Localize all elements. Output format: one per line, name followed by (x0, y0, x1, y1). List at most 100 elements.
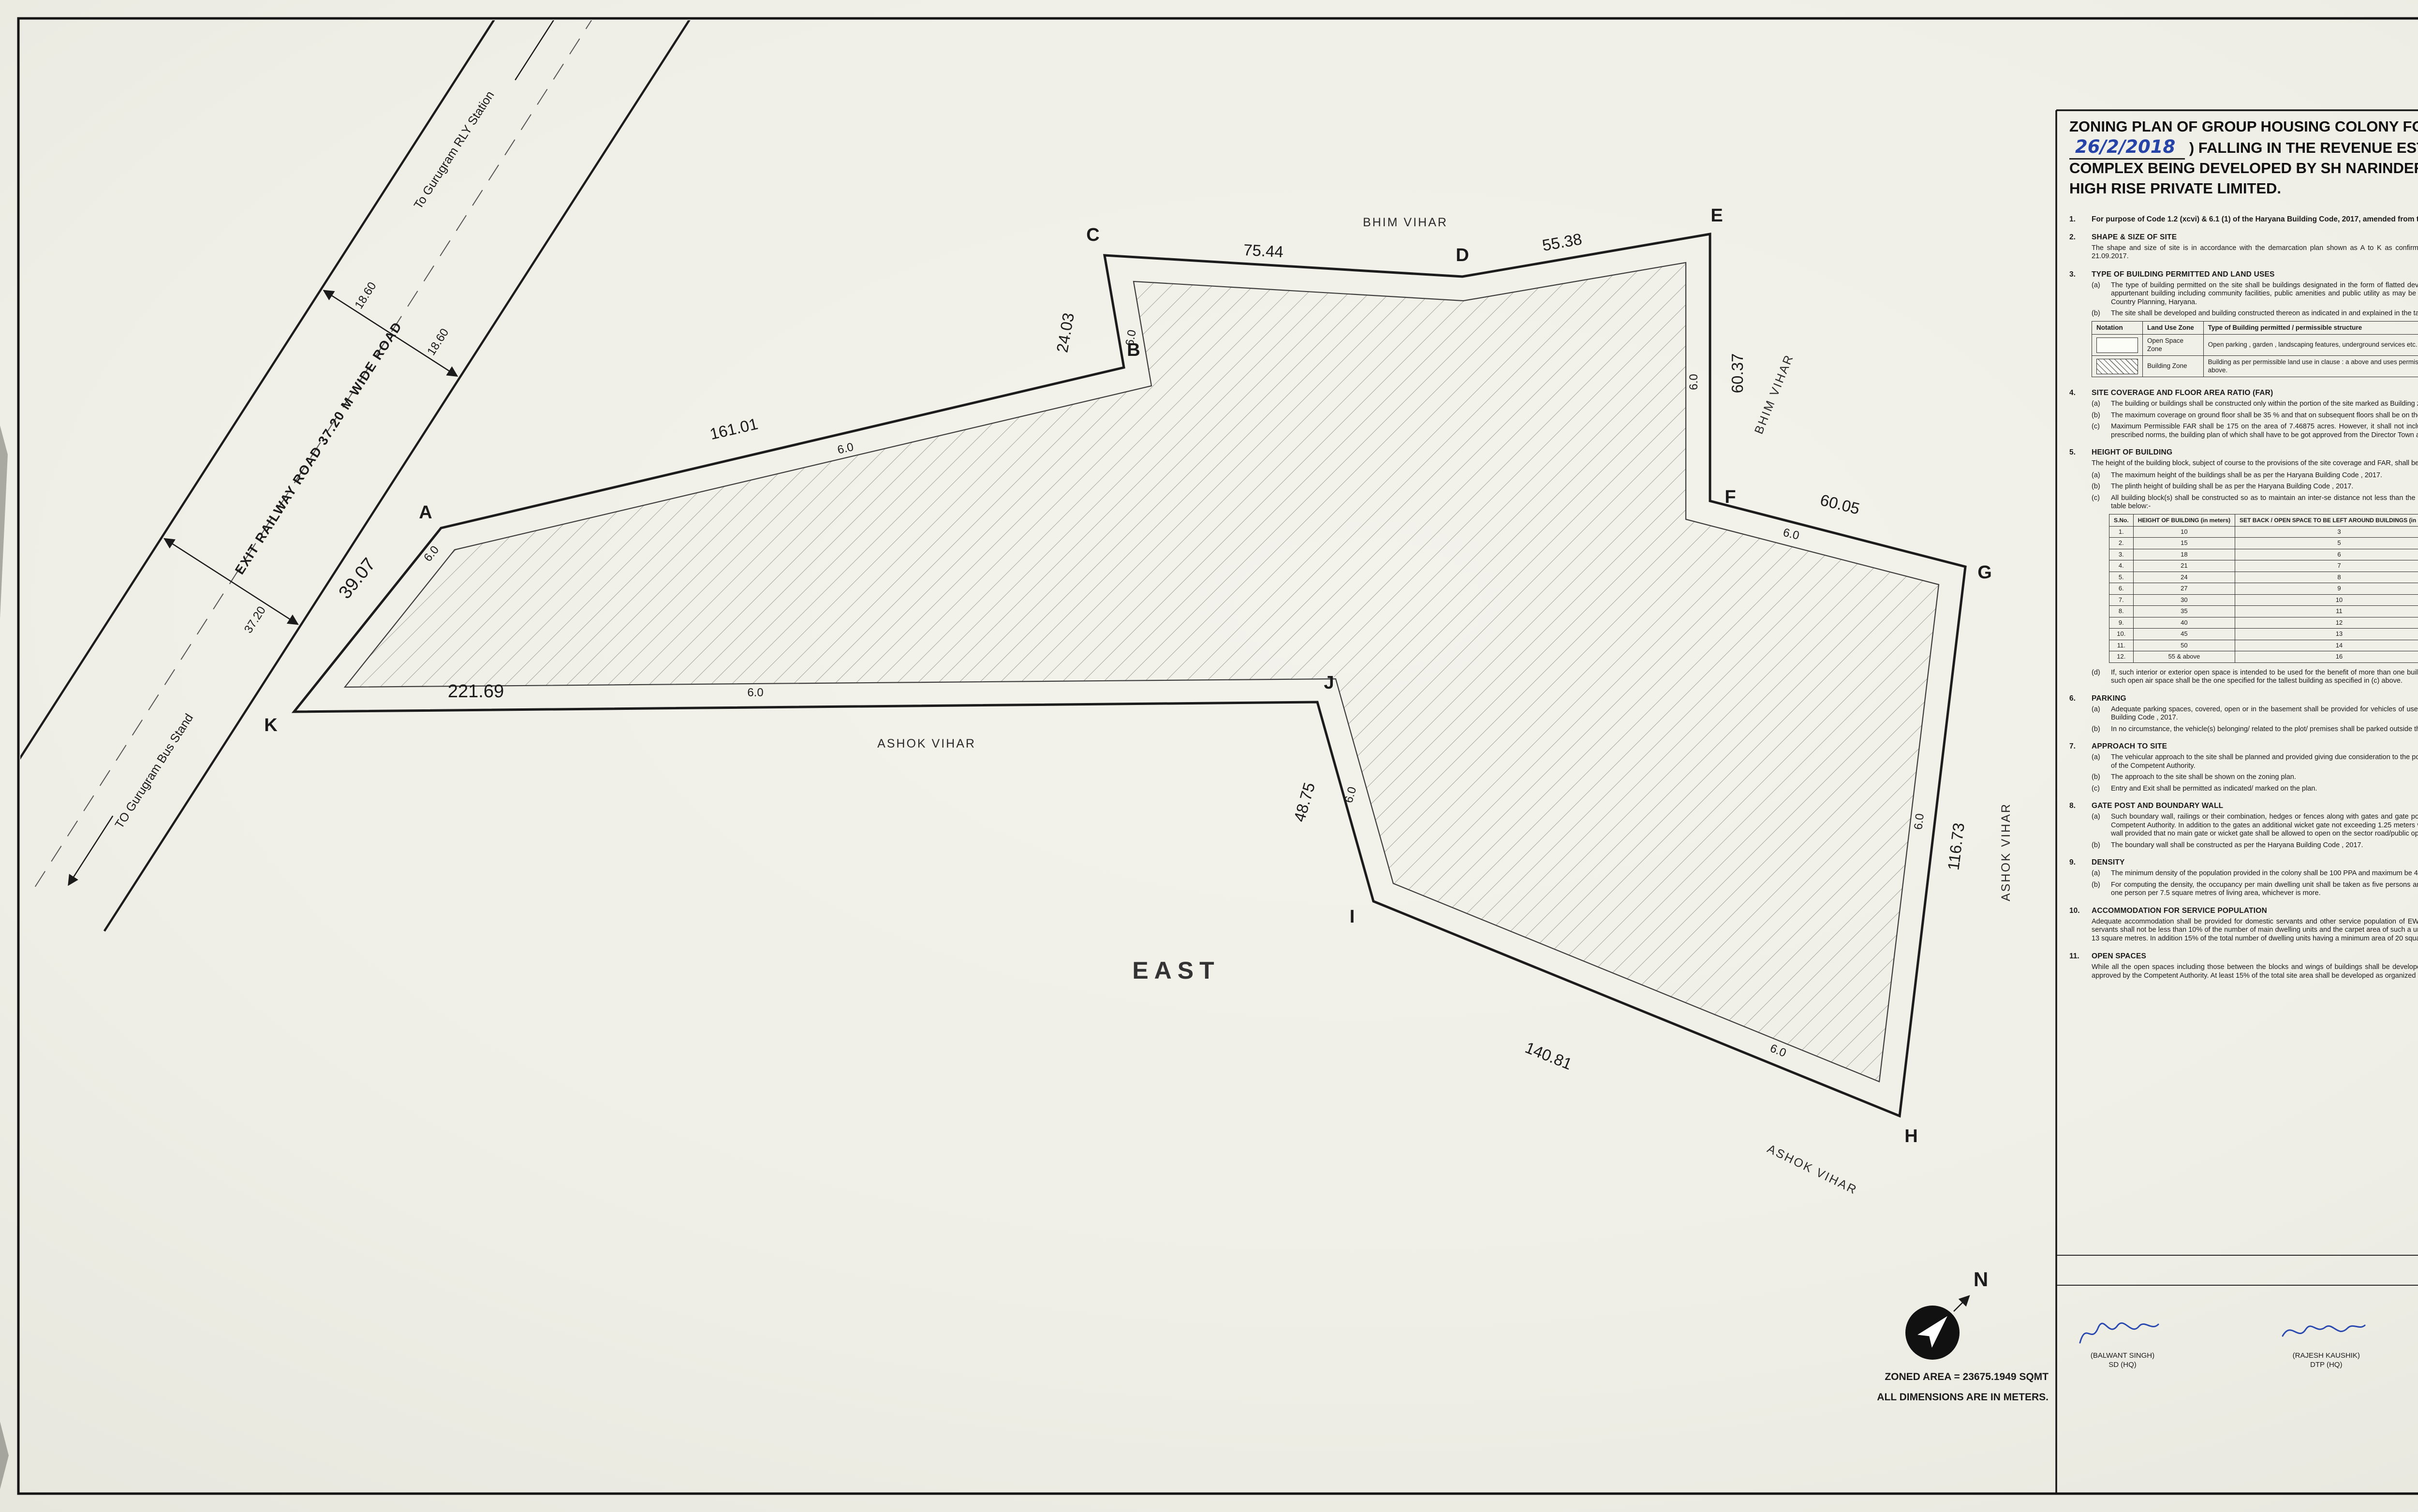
clause-item: (a)The type of building permitted on the… (2092, 281, 2418, 307)
building-zone (343, 262, 1940, 1083)
clause: 7.APPROACH TO SITE(a)The vehicular appro… (2069, 742, 2418, 796)
cell: 13 (2235, 628, 2418, 640)
zoned-area-note: ZONED AREA = 23675.1949 SQMT (1885, 1371, 2049, 1382)
clause-body: DENSITY(a)The minimum density of the pop… (2092, 858, 2418, 901)
column-header: SET BACK / OPEN SPACE TO BE LEFT AROUND … (2235, 514, 2418, 527)
cell: 16 (2235, 651, 2418, 663)
licence-date-handwritten: 26/2/2018 (2069, 136, 2185, 160)
dim-jk: 221.69 (448, 681, 504, 702)
clause-item-text: Such boundary wall, railings or their co… (2111, 813, 2418, 837)
locality-ashok-vihar-right: ASHOK VIHAR (1999, 803, 2013, 901)
to-bus-stand-label: TO Gurugram Bus Stand (112, 711, 196, 831)
clause-item-label: (c) (2092, 784, 2100, 793)
clause-number: 8. (2069, 802, 2076, 810)
clause-text: Adequate accommodation shall be provided… (2092, 917, 2418, 942)
setback-dim: 6.0 (1768, 1042, 1788, 1060)
clause-item-label: (a) (2092, 281, 2100, 289)
clause-number: 2. (2069, 233, 2076, 241)
signatory-name: (BALWANT SINGH) (2090, 1351, 2155, 1360)
cell: 5. (2109, 571, 2134, 583)
dim-ef: 60.37 (1728, 353, 1746, 394)
clause-title: HEIGHT OF BUILDING (2092, 448, 2173, 456)
cell: 10 (2133, 526, 2236, 538)
north-pointer (1953, 1295, 1970, 1312)
clause-item-text: In no circumstance, the vehicle(s) belon… (2111, 725, 2418, 733)
dim-fg: 60.05 (1818, 491, 1861, 518)
sheet-frame (17, 17, 2418, 1495)
cell: 14 (2235, 639, 2418, 651)
cell: 2. (2109, 537, 2134, 549)
road-full-width-dim: 37.20 (242, 604, 268, 635)
vertex-j: J (1324, 673, 1334, 693)
road-edge (103, 20, 707, 932)
clause-item: (a) The building or buildings shall be co… (2092, 400, 2418, 409)
compass-needle-icon (1917, 1316, 1947, 1348)
to-station-label: To Gurugram RLY Station (412, 88, 497, 211)
vertex-d: D (1456, 245, 1469, 265)
clause-item-label: (b) (2092, 773, 2100, 781)
north-label: N (1974, 1268, 1988, 1291)
road-edge (20, 20, 568, 843)
clause-number: 9. (2069, 858, 2076, 866)
clause-item: (a)The minimum density of the population… (2092, 869, 2418, 878)
cell: 50 (2133, 639, 2236, 651)
dim-cd: 75.44 (1243, 241, 1283, 261)
clause-item-label: (b) (2092, 411, 2100, 419)
signature-ink (2079, 1322, 2159, 1344)
signatory-name: (RAJESH KAUSHIK) (2292, 1351, 2360, 1360)
clause-body: PARKING(a)Adequate parking spaces, cover… (2092, 694, 2418, 737)
zone-cell: Building Zone (2142, 355, 2204, 377)
clause-title: GATE POST AND BOUNDARY WALL (2092, 802, 2224, 810)
setback-dim: 6.0 (747, 686, 763, 699)
units-note: ALL DIMENSIONS ARE IN METERS. (1877, 1392, 2049, 1403)
clause-item-text: Entry and Exit shall be permitted as ind… (2111, 784, 2317, 793)
vertex-b: B (1127, 340, 1140, 360)
vertex-labels: A B C D E F G H I J K (264, 206, 1992, 1146)
clause-number: 4. (2069, 389, 2076, 397)
cell: 9 (2235, 583, 2418, 595)
clause: 9. DENSITY(a)The minimum density of the p… (2069, 858, 2418, 901)
cell: 10. (2109, 628, 2134, 640)
setback-dim: 6.0 (1912, 813, 1927, 830)
clause-item-text: The building or buildings shall be const… (2111, 400, 2418, 408)
vertex-f: F (1725, 487, 1736, 507)
column-header: Land Use Zone (2142, 321, 2204, 335)
dim-ab: 161.01 (708, 414, 760, 443)
road-centerline (34, 20, 637, 887)
clause-item-label: (b) (2092, 881, 2100, 889)
clauses-columns: 1.For purpose of Code 1.2 (xcvi) & 6.1 (… (2069, 215, 2418, 1247)
signature-block: (BALWANT SINGH)SD (HQ) (2074, 1313, 2171, 1369)
road-width-dimension-line (323, 290, 458, 377)
clause-number: 5. (2069, 448, 2076, 456)
cell: 45 (2133, 628, 2236, 640)
clause-number: 3. (2069, 270, 2076, 279)
road-name-label: EXIT RAILWAY ROAD 37.20 M WIDE ROAD (232, 319, 405, 577)
cell: 12. (2109, 651, 2134, 663)
cell: 40 (2133, 617, 2236, 629)
north-compass: N (1905, 1268, 1988, 1360)
signature-block: (RAJESH KAUSHIK)DTP (HQ) (2278, 1313, 2374, 1369)
signatory-designation: DTP (HQ) (2310, 1361, 2343, 1369)
vertex-i: I (1350, 907, 1355, 927)
clause-item: (c)Maximum Permissible FAR shall be 175 … (2092, 423, 2418, 440)
setback-dim: 6.0 (421, 543, 442, 564)
clause-item: (b)The boundary wall shall be constructe… (2092, 841, 2418, 850)
cell: 12 (2235, 617, 2418, 629)
cell: 7 (2235, 560, 2418, 572)
clause-item-label: (a) (2092, 400, 2100, 408)
clause-item-label: (a) (2092, 471, 2100, 479)
cell: 18 (2133, 548, 2236, 560)
clause-body: For purpose of Code 1.2 (xcvi) & 6.1 (1)… (2092, 215, 2418, 227)
clause: 6.PARKING(a)Adequate parking spaces, cov… (2069, 694, 2418, 737)
